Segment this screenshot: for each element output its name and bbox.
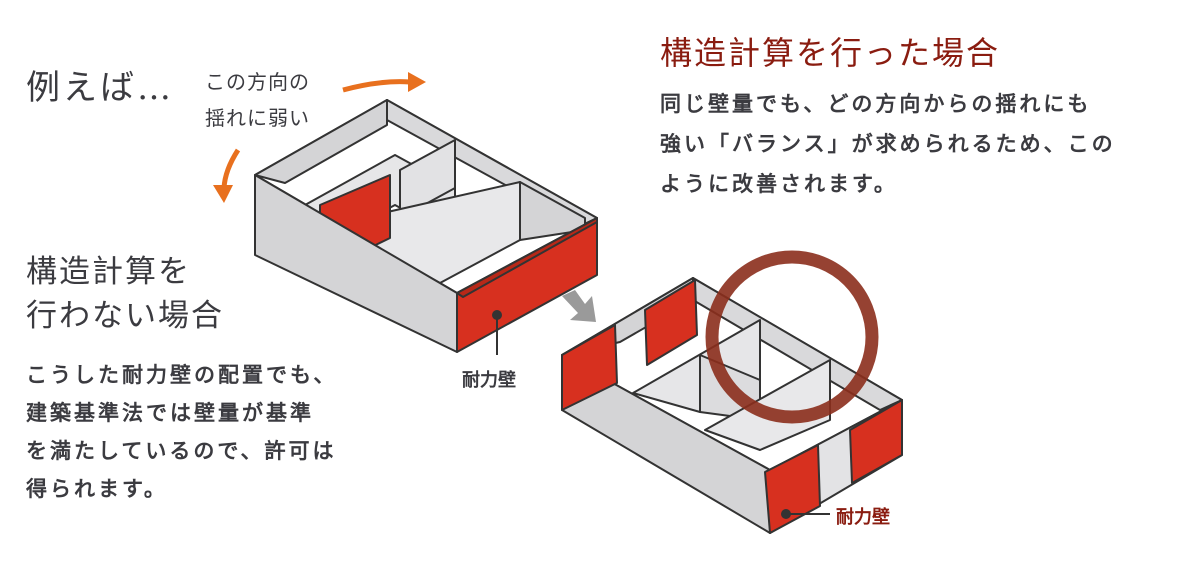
highlight-circle [705, 250, 879, 424]
right-title: 構造計算を行った場合 [660, 34, 1001, 72]
left-body: こうした耐力壁の配置でも、 建築基準法では壁量が基準 を満たしているので、許可は… [26, 363, 338, 501]
load-bearing-wall-label-right: 耐力壁 [836, 507, 890, 528]
example-label: 例えば… [26, 68, 174, 108]
orange-arrow-down-icon [213, 148, 241, 203]
direction-label-2: 揺れに弱い [205, 106, 310, 130]
orange-arrow-right-icon [342, 72, 426, 93]
direction-label-1: この方向の [205, 70, 310, 94]
load-bearing-wall-label: 耐力壁 [462, 370, 516, 391]
gray-arrow-icon [562, 290, 596, 322]
wall-pointer-right [781, 509, 830, 519]
house-plan-without-calc [254, 99, 598, 353]
left-title: 構造計算を 行わない場合 [26, 254, 224, 334]
right-body: 同じ壁量でも、どの方向からの揺れにも 強い「バランス」が求められるため、この よ… [660, 92, 1116, 196]
house-plan-with-calc [561, 277, 903, 534]
wall-pointer [492, 310, 502, 355]
